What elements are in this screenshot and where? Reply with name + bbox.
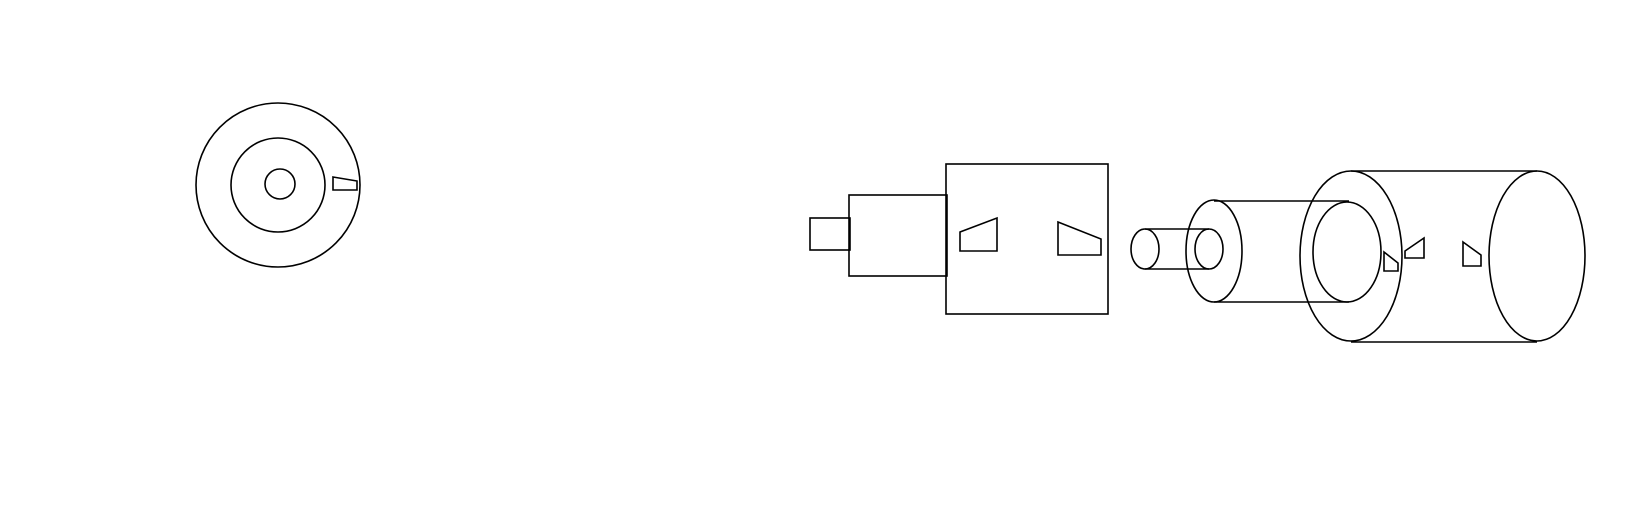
end-view-middle-ring [230,137,326,233]
sleeve-front-face [1185,199,1243,303]
block-key-left [959,216,998,252]
outer-key-notch-a [1383,250,1399,272]
shaft-tip [809,217,851,251]
block-key-right [1057,220,1102,256]
end-view [195,102,361,268]
main-block [945,163,1109,315]
end-view-key-notch [332,176,358,191]
shaft-collar [848,194,948,277]
pin-back-face [1194,228,1224,270]
stepped-shaft-block [809,163,1109,315]
pin-front-face [1130,228,1160,270]
outer-inner-bore [1312,201,1382,303]
small-pin-cylinder [1130,228,1224,270]
outer-front-face [1299,170,1403,342]
end-view-center-bore [264,168,296,200]
large-outer-cylinder [1299,170,1586,343]
end-view-outer-ring [195,102,361,268]
medium-sleeve-cylinder [1185,199,1349,303]
outer-key-notch-b [1404,236,1425,259]
outer-key-notch-c [1462,240,1482,267]
outer-back-face [1488,170,1586,342]
